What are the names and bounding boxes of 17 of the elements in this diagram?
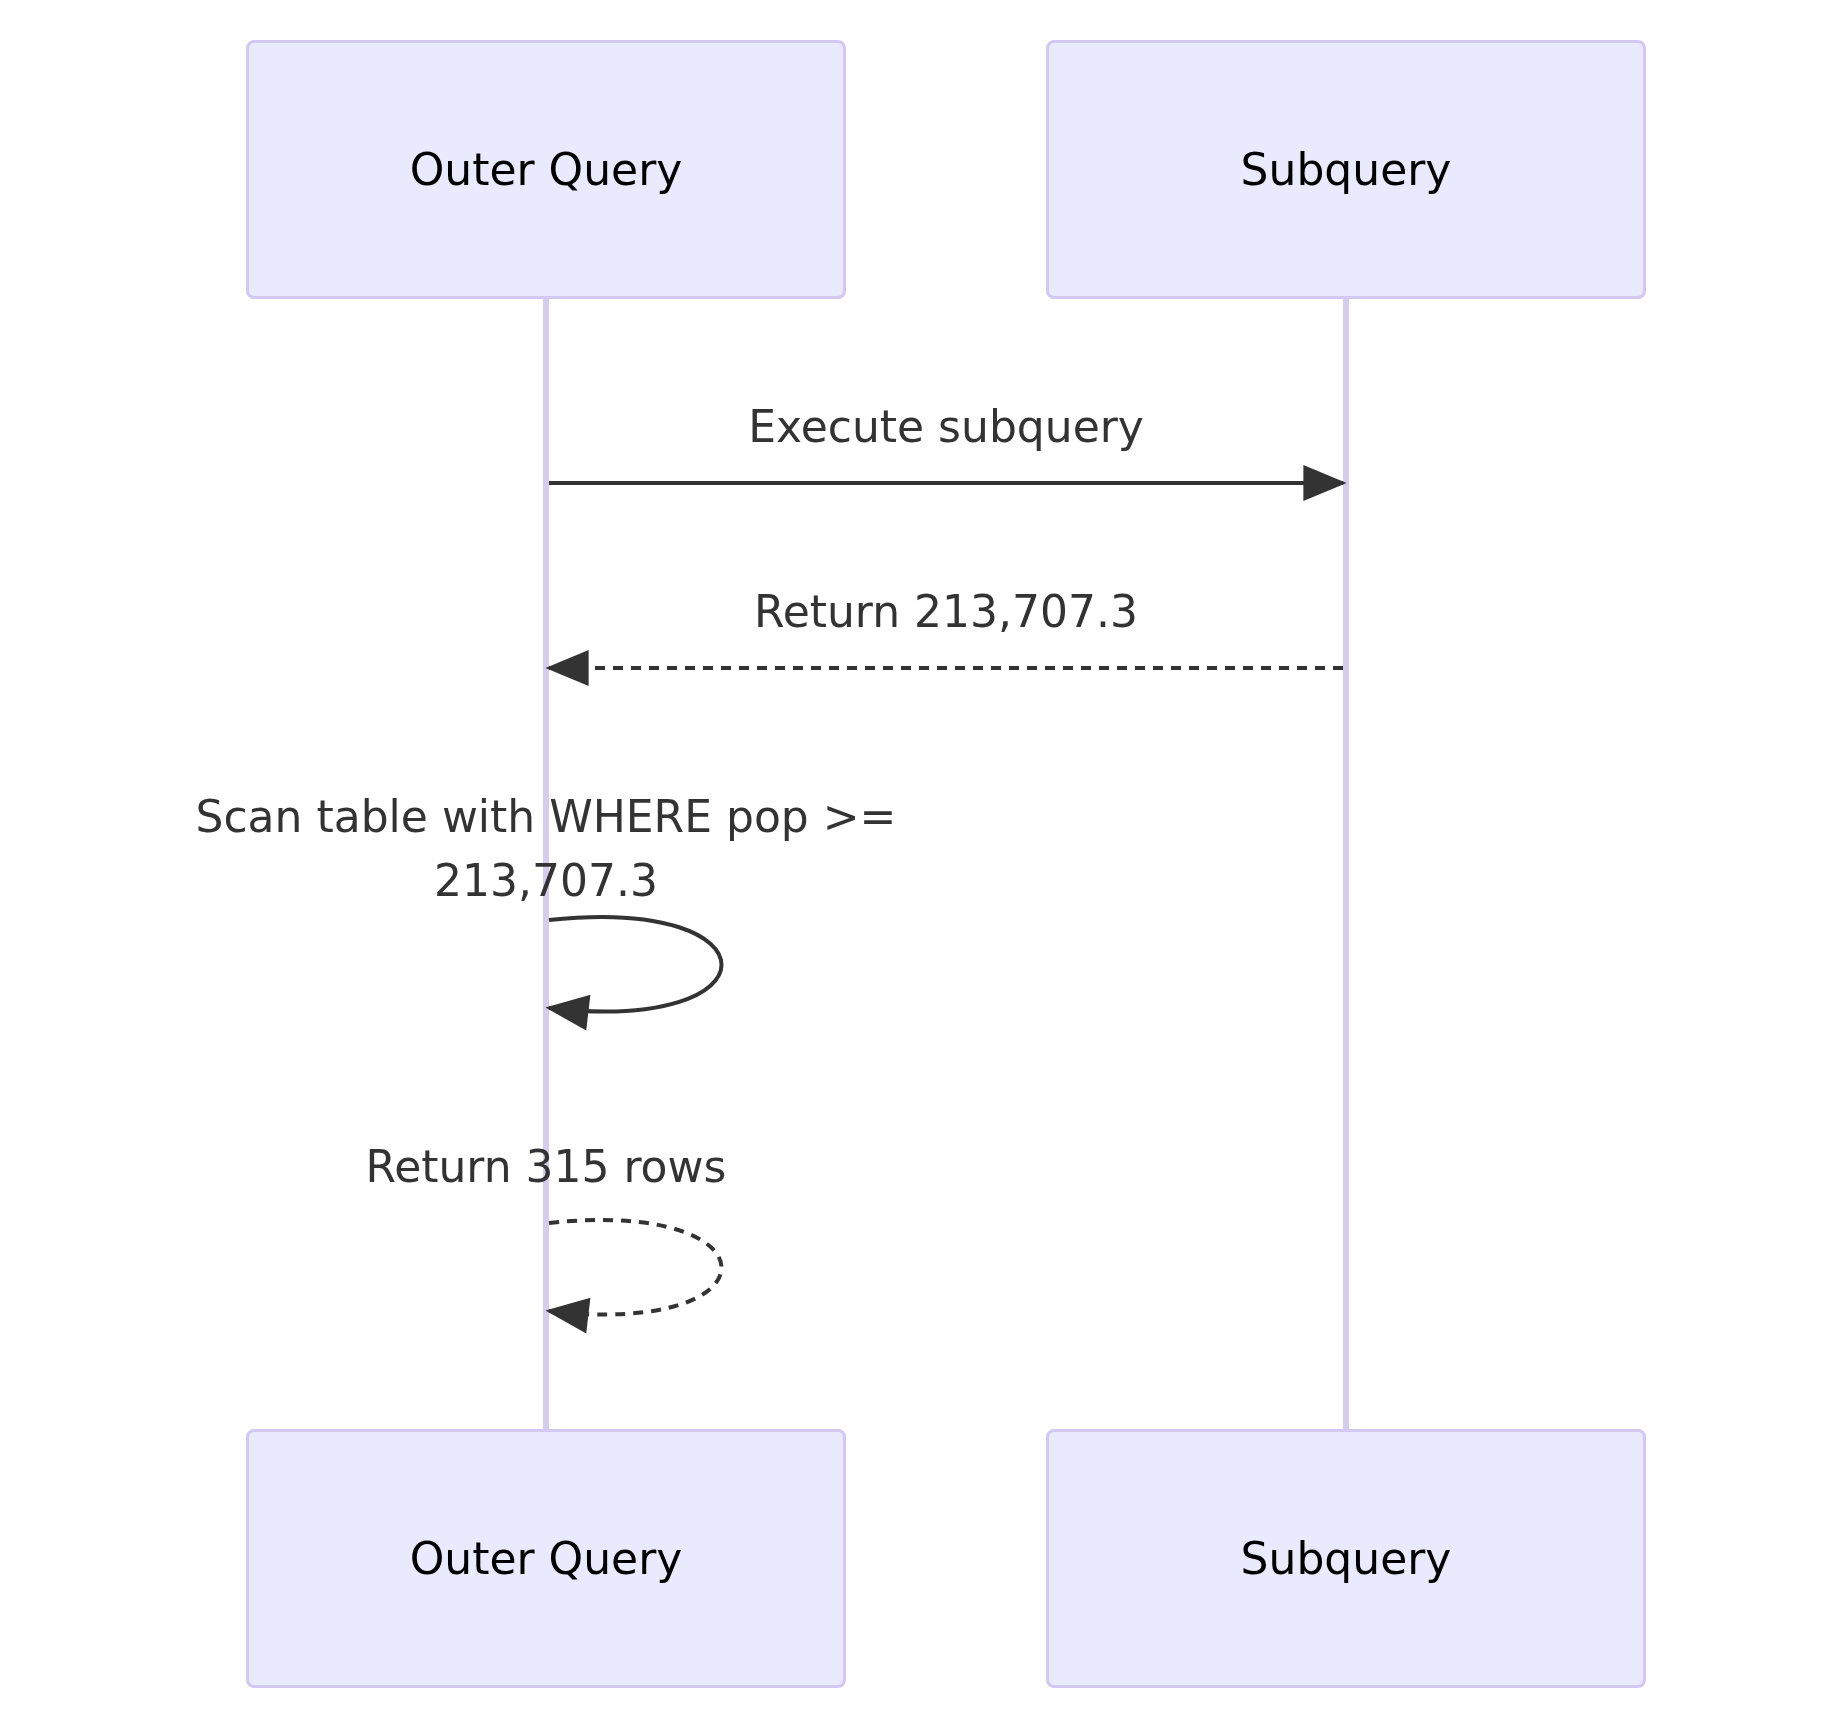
message-label: Return 315 rows bbox=[364, 1140, 728, 1194]
self-message-arrow bbox=[545, 915, 723, 1029]
message-label: Execute subquery bbox=[747, 400, 1145, 454]
message-label: Return 213,707.3 bbox=[753, 585, 1139, 639]
participant-box bbox=[1046, 1429, 1646, 1688]
message-arrow bbox=[545, 650, 1343, 686]
participant-name: Outer Query bbox=[409, 144, 683, 195]
participant-box bbox=[246, 40, 846, 299]
message-label: Scan table with WHERE pop >= 213,707.3 bbox=[194, 790, 898, 908]
self-message-arrow bbox=[545, 1218, 723, 1332]
participant-name: Subquery bbox=[1240, 1533, 1452, 1584]
participant-box bbox=[1046, 40, 1646, 299]
lifeline bbox=[1343, 299, 1349, 1429]
participant-box bbox=[246, 1429, 846, 1688]
participant-name: Outer Query bbox=[409, 1533, 683, 1584]
participant-name: Subquery bbox=[1240, 144, 1452, 195]
message-arrow bbox=[549, 465, 1347, 501]
